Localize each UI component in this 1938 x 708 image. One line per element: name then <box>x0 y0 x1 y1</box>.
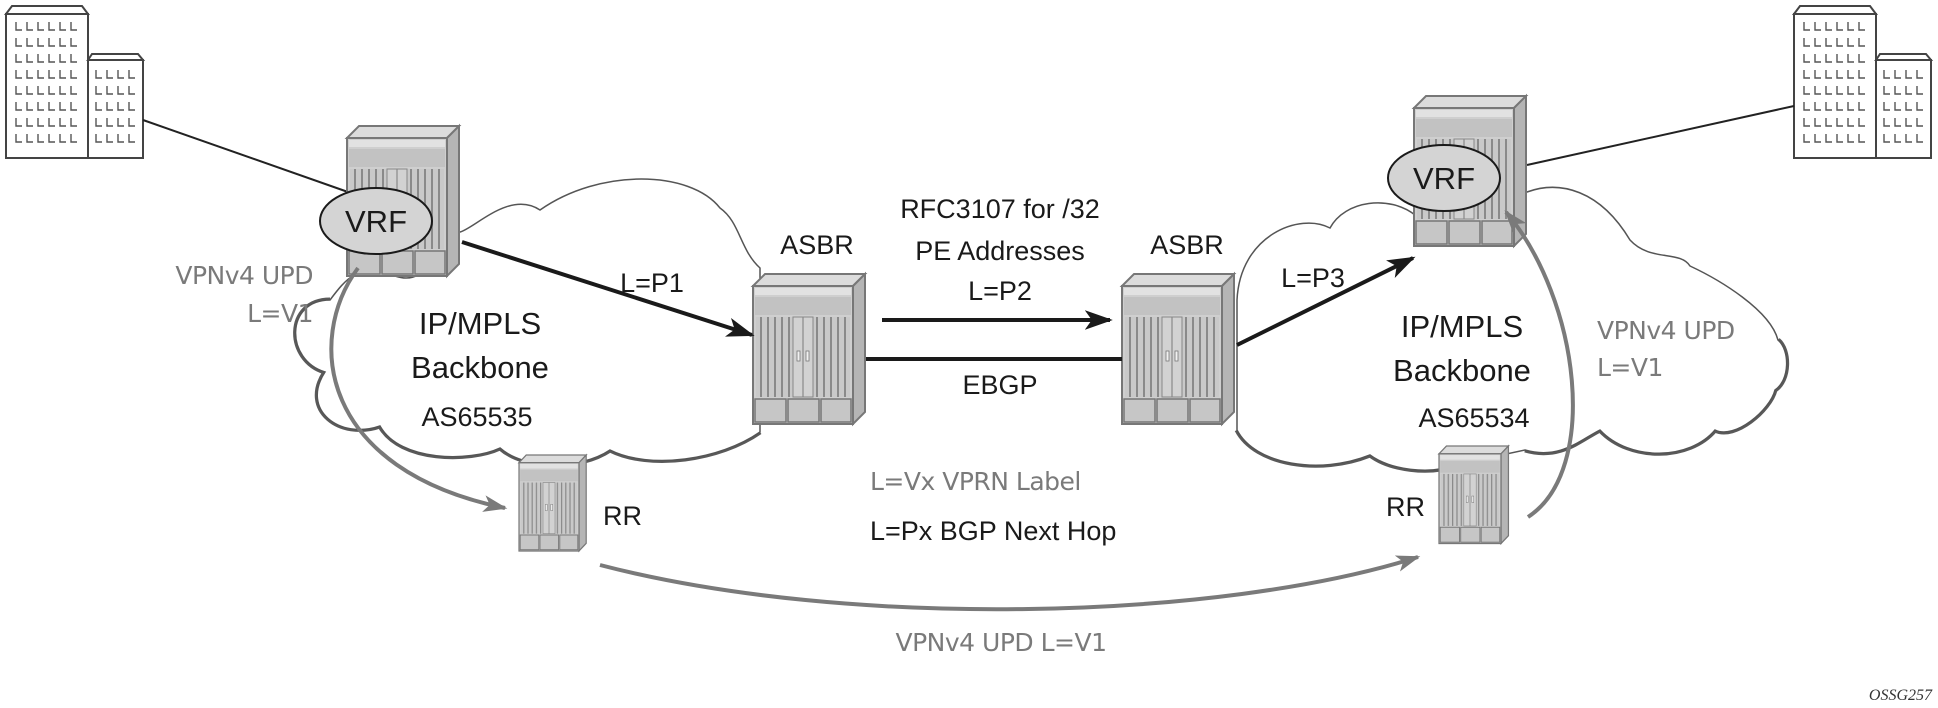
update-label-right-line1: VPNv4 UPD <box>1597 316 1735 345</box>
figure-id: OSSG257 <box>1869 687 1933 704</box>
access-link-right <box>1526 105 1795 166</box>
arrow-rr-to-rr <box>599 555 1421 612</box>
rr-router-left[interactable] <box>518 454 587 552</box>
rfc3107-line2: PE Addresses <box>915 236 1085 266</box>
rr-to-rr-label: VPNv4 UPD L=V1 <box>896 628 1107 657</box>
cloud-left-title-line1: IP/MPLS <box>419 306 541 341</box>
customer-site-left <box>5 5 144 159</box>
arrow-asbr-to-pe-right <box>1236 256 1416 347</box>
label-l-p3: L=P3 <box>1281 263 1345 293</box>
asbr-router-right[interactable] <box>1121 273 1235 425</box>
cloud-right-title-line1: IP/MPLS <box>1401 309 1523 344</box>
ebgp-label: EBGP <box>962 370 1037 400</box>
vrf-right[interactable]: VRF <box>1387 144 1501 212</box>
arrow-pe-to-asbr-left <box>461 240 755 337</box>
label-l-p2: L=P2 <box>968 276 1032 306</box>
asbr-router-left[interactable] <box>752 273 866 425</box>
rr-left-label: RR <box>603 501 642 531</box>
vrf-left[interactable]: VRF <box>319 187 433 255</box>
rr-right-label: RR <box>1386 492 1425 522</box>
asbr-right-label: ASBR <box>1150 230 1224 260</box>
asbr-left-label: ASBR <box>780 230 854 260</box>
rfc3107-line1: RFC3107 for /32 <box>900 194 1100 224</box>
cloud-right-as65534 <box>1234 186 1790 473</box>
building-windows-icon <box>1803 22 1923 143</box>
as-number-left: AS65535 <box>421 402 532 432</box>
vrf-left-label: VRF <box>345 204 407 239</box>
access-link-left <box>142 119 349 193</box>
cloud-left-title-line2: Backbone <box>411 350 549 385</box>
arrow-rr-to-pe-right <box>1504 210 1575 519</box>
update-label-right-line2: L=V1 <box>1597 353 1663 382</box>
legend-px-label: L=Px BGP Next Hop <box>870 516 1116 546</box>
update-label-left-line1: VPNv4 UPD <box>175 261 313 290</box>
cloud-right-title-line2: Backbone <box>1393 353 1531 388</box>
legend-vx-label: L=Vx VPRN Label <box>870 467 1081 496</box>
rr-router-right[interactable] <box>1438 445 1510 545</box>
label-l-p1: L=P1 <box>620 268 684 298</box>
vrf-right-label: VRF <box>1413 161 1475 196</box>
as-number-right: AS65534 <box>1418 403 1529 433</box>
customer-site-right <box>1793 5 1932 159</box>
building-windows-icon <box>15 22 135 143</box>
arrow-pe-to-rr-left <box>329 266 508 512</box>
update-label-left-line2: L=V1 <box>247 299 313 328</box>
